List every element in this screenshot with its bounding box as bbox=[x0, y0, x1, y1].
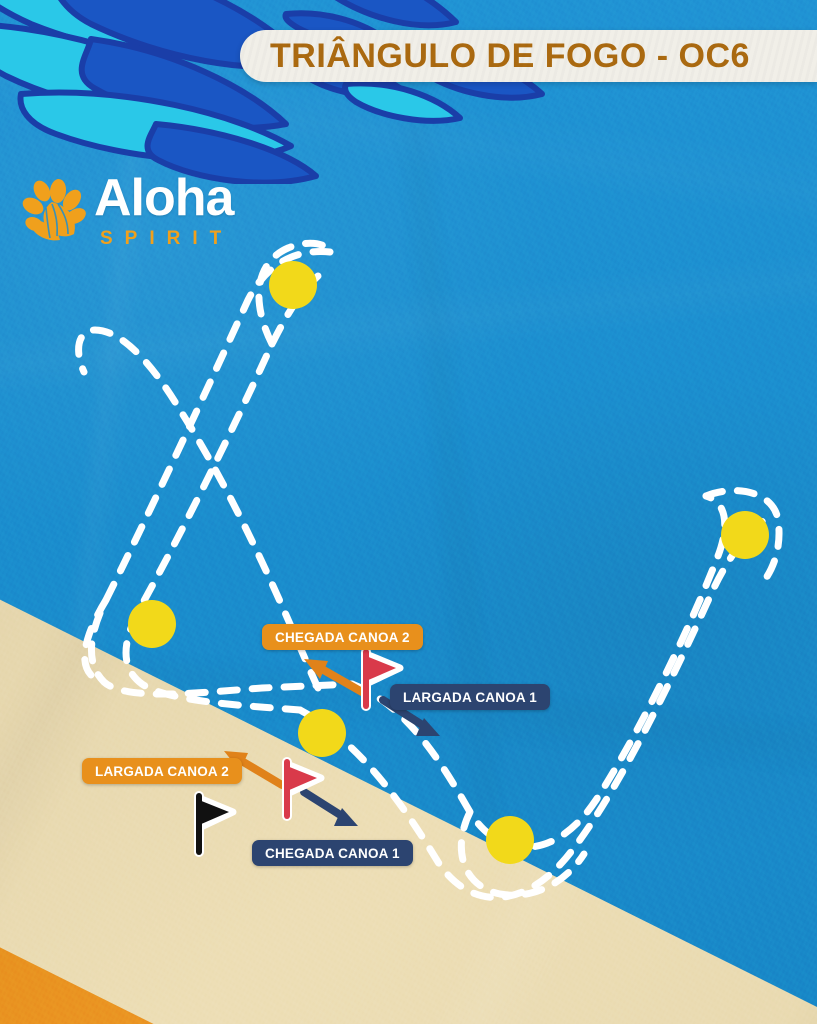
buoy-group bbox=[128, 261, 769, 864]
route-right-outer bbox=[348, 492, 729, 851]
flag-red-lower[interactable] bbox=[282, 757, 325, 821]
buoy-east[interactable] bbox=[721, 511, 769, 559]
label-chegada-canoa-1[interactable]: CHEGADA CANOA 1 bbox=[252, 840, 413, 866]
route-left-inner bbox=[122, 272, 322, 714]
logo-name: Aloha bbox=[94, 169, 234, 227]
route-south-turn bbox=[457, 808, 588, 899]
logo-tagline: SPIRIT bbox=[100, 228, 234, 249]
flag-black-finish[interactable] bbox=[194, 791, 237, 857]
route-north-turn bbox=[255, 239, 334, 348]
arrow-chegada-2 bbox=[304, 659, 366, 696]
label-largada-canoa-2[interactable]: LARGADA CANOA 2 bbox=[82, 758, 242, 784]
arrow-chegada-1 bbox=[300, 788, 358, 826]
route-left-outer bbox=[88, 247, 356, 698]
buoy-south[interactable] bbox=[486, 816, 534, 864]
buoy-west[interactable] bbox=[128, 600, 176, 648]
route-path-left-loop bbox=[75, 326, 322, 692]
brand-logo: Aloha SPIRIT bbox=[22, 172, 262, 258]
label-chegada-canoa-2[interactable]: CHEGADA CANOA 2 bbox=[262, 624, 423, 650]
arrow-largada-1 bbox=[379, 696, 440, 736]
route-right-inner bbox=[296, 517, 771, 901]
buoy-north[interactable] bbox=[269, 261, 317, 309]
flag-red-upper[interactable] bbox=[361, 647, 404, 711]
buoy-center[interactable] bbox=[298, 709, 346, 757]
label-largada-canoa-1[interactable]: LARGADA CANOA 1 bbox=[390, 684, 550, 710]
page-title: TRIÂNGULO DE FOGO - OC6 bbox=[270, 36, 750, 75]
route-east-turn bbox=[702, 487, 783, 590]
title-banner: TRIÂNGULO DE FOGO - OC6 bbox=[240, 30, 817, 82]
flower-fan-icon bbox=[22, 179, 86, 241]
wave-decoration-icon bbox=[0, 0, 545, 184]
route-left-turn bbox=[81, 596, 110, 686]
